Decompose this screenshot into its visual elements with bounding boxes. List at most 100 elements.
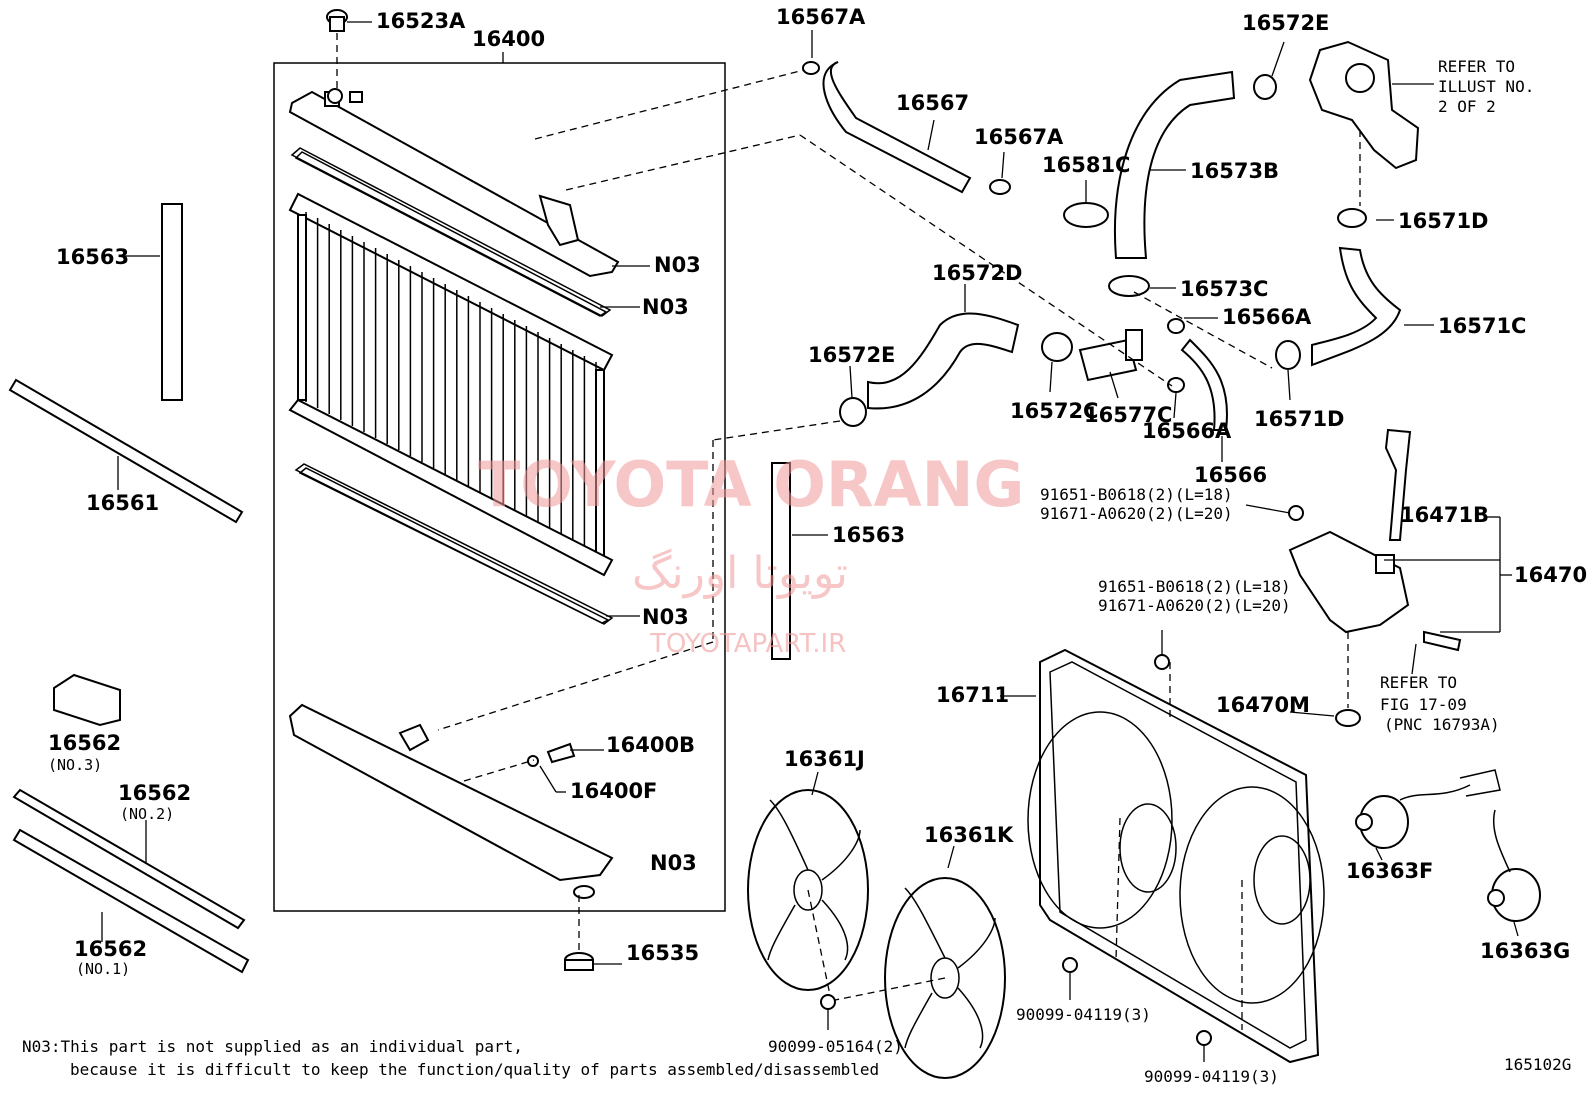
label-16361K: 16361K	[924, 823, 1014, 847]
hose-16566	[1180, 338, 1228, 431]
pipe-16577C	[1078, 338, 1138, 382]
label-screw-b: 90099-05164(2)	[768, 1037, 903, 1056]
seal-16562-no2	[12, 788, 246, 930]
bolt-mid	[1154, 654, 1170, 670]
lower-tank	[288, 703, 614, 899]
label-screw-c: 90099-04119(3)	[1144, 1067, 1279, 1086]
seal-16563-left	[161, 203, 183, 401]
watermark-brand: TOYOTA ORANG	[478, 448, 1024, 521]
label-n03-4: N03	[650, 851, 697, 875]
label-16567A-mid: 16567A	[974, 125, 1064, 149]
watermark: TOYOTA ORANG تویوتا اورنگ TOYOTAPART.IR	[478, 448, 1024, 659]
screw-a	[1062, 957, 1078, 973]
block-16562-no3	[53, 673, 121, 727]
label-16571D-top: 16571D	[1398, 209, 1489, 233]
label-16363G: 16363G	[1480, 939, 1570, 963]
upper-gasket	[290, 147, 612, 317]
label-no2: (NO.2)	[120, 805, 174, 823]
label-16566A-bot: 16566A	[1142, 419, 1232, 443]
radiator-cap	[326, 9, 348, 32]
label-16470: 16470	[1514, 563, 1587, 587]
part-labels: 16523A 16400 16567A 16567 16567A 16572E …	[48, 5, 1587, 1086]
label-16471B: 16471B	[1400, 503, 1489, 527]
bolt-label-2a: 91651-B0618(2)(L=18)	[1098, 577, 1291, 596]
label-16571C: 16571C	[1438, 314, 1526, 338]
reservoir-tank	[1288, 530, 1462, 652]
radiator-core	[288, 192, 614, 577]
watermark-site: TOYOTAPART.IR	[649, 629, 846, 659]
label-16573C: 16573C	[1180, 277, 1268, 301]
bolt-label-2b: 91671-A0620(2)(L=20)	[1098, 596, 1291, 615]
hose-16571C	[1311, 246, 1402, 367]
screw-c	[1196, 1030, 1212, 1046]
hose-16573B	[1113, 70, 1236, 259]
label-16361J: 16361J	[784, 747, 865, 771]
hose-16567	[822, 61, 972, 194]
label-16567A-top: 16567A	[776, 5, 866, 29]
label-no1: (NO.1)	[76, 960, 130, 978]
reservoir-hose-16471B	[1384, 428, 1412, 541]
seal-16561	[8, 378, 244, 524]
label-16573B: 16573B	[1190, 159, 1279, 183]
label-n03-3: N03	[642, 605, 689, 629]
fan-shroud	[1027, 648, 1325, 1064]
refer-fig-line2: FIG 17-09	[1380, 695, 1467, 714]
label-screw-a: 90099-04119(3)	[1016, 1005, 1151, 1024]
clamps	[802, 61, 1367, 427]
bolt-top	[1288, 505, 1304, 521]
refer-illust-line3: 2 OF 2	[1438, 97, 1496, 116]
diagram-code: 165102G	[1504, 1055, 1571, 1074]
label-16563-mid: 16563	[832, 523, 905, 547]
screw-b	[820, 994, 836, 1010]
label-16572E-mid: 16572E	[808, 343, 895, 367]
fan-motor-16363F	[1355, 769, 1501, 849]
label-16566: 16566	[1194, 463, 1267, 487]
refer-fig-line1: REFER TO	[1380, 673, 1457, 692]
label-n03-1: N03	[654, 253, 701, 277]
reservoir-cushion	[1335, 709, 1361, 727]
seal-16563-mid	[771, 462, 791, 660]
label-n03-2: N03	[642, 295, 689, 319]
label-16572D: 16572D	[932, 261, 1023, 285]
label-16562-no1: 16562	[74, 937, 147, 961]
watermark-brand-fa: تویوتا اورنگ	[632, 548, 848, 599]
label-no3: (NO.3)	[48, 756, 102, 774]
label-16523A: 16523A	[376, 9, 466, 33]
water-inlet-housing	[1308, 40, 1420, 170]
label-16400F: 16400F	[570, 779, 657, 803]
label-16572E-top: 16572E	[1242, 11, 1329, 35]
radiator-assembly-frame	[273, 62, 726, 912]
fan-motor-16363G	[1487, 809, 1541, 922]
footnote-line2: because it is difficult to keep the func…	[70, 1060, 879, 1079]
lower-cushion	[564, 952, 594, 971]
bolt-label-1a: 91651-B0618(2)(L=18)	[1040, 485, 1233, 504]
label-16562-no2: 16562	[118, 781, 191, 805]
core-fins	[305, 212, 597, 552]
label-16562-no3: 16562	[48, 731, 121, 755]
footnote-line1: N03:This part is not supplied as an indi…	[22, 1037, 523, 1056]
label-16400B: 16400B	[606, 733, 695, 757]
label-16535: 16535	[626, 941, 699, 965]
refer-illust-line1: REFER TO	[1438, 57, 1515, 76]
label-16566A-top: 16566A	[1222, 305, 1312, 329]
label-16563-left: 16563	[56, 245, 129, 269]
leader-lines	[101, 21, 1519, 1062]
refer-fig-line3: (PNC 16793A)	[1384, 715, 1500, 734]
label-16567: 16567	[896, 91, 969, 115]
label-16572C: 16572C	[1010, 399, 1098, 423]
label-16577C: 16577C	[1084, 403, 1172, 427]
drain-cock	[527, 742, 576, 767]
label-16470M: 16470M	[1216, 693, 1310, 717]
hose-16572D	[867, 312, 1020, 410]
label-16711: 16711	[936, 683, 1009, 707]
label-16561: 16561	[86, 491, 159, 515]
connection-lines	[437, 69, 1273, 1030]
upper-tank	[288, 88, 620, 278]
label-16571D-bot: 16571D	[1254, 407, 1345, 431]
refer-illust-line2: ILLUST NO.	[1438, 77, 1534, 96]
label-16400: 16400	[472, 27, 545, 51]
seal-16562-no1	[12, 828, 250, 974]
label-16581C: 16581C	[1042, 153, 1130, 177]
bolt-label-1b: 91671-A0620(2)(L=20)	[1040, 504, 1233, 523]
